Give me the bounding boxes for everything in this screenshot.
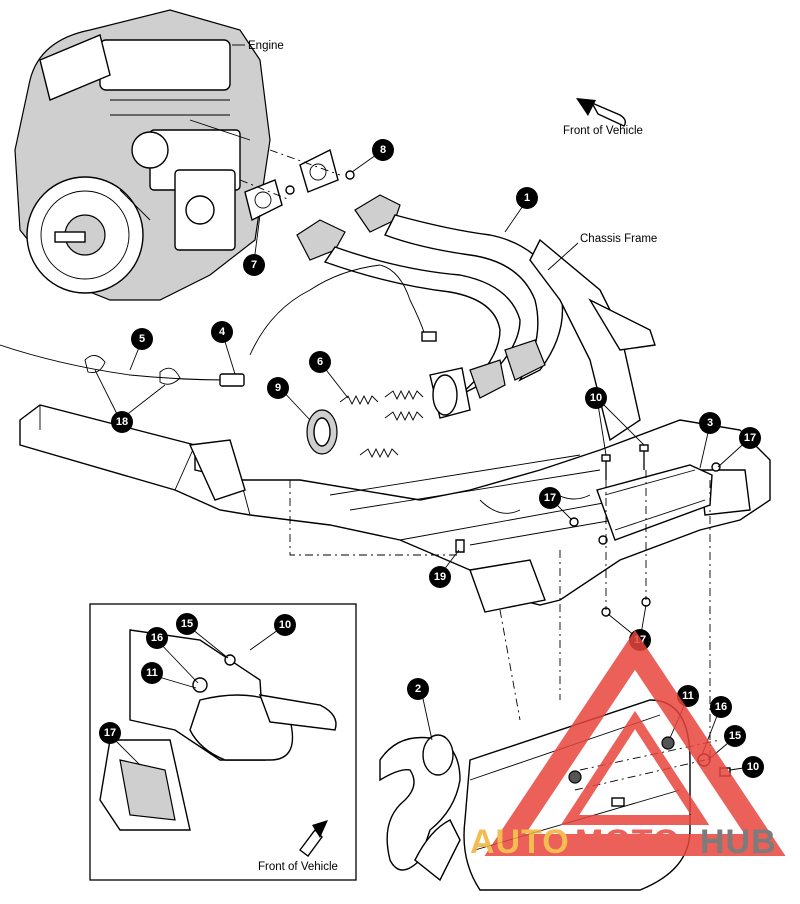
svg-text:19: 19 <box>434 571 446 583</box>
svg-text:17: 17 <box>544 492 556 504</box>
callout-17: 17 <box>739 427 761 449</box>
svg-text:17: 17 <box>104 727 116 739</box>
svg-text:10: 10 <box>279 619 291 631</box>
svg-text:11: 11 <box>682 690 694 702</box>
bushing-icon <box>568 736 675 784</box>
front-of-vehicle-label-top: Front of Vehicle <box>563 125 643 137</box>
callout-7: 7 <box>243 254 265 276</box>
spring-icon <box>339 389 424 459</box>
heat-shield <box>596 464 713 545</box>
callout-11: 11 <box>141 662 163 684</box>
chassis-frame <box>19 238 771 613</box>
gasket-7 <box>244 179 283 222</box>
callout-15: 15 <box>724 725 746 747</box>
front-arrow-icon <box>299 820 328 857</box>
callout-10: 10 <box>274 614 296 636</box>
callout-8: 8 <box>372 139 394 161</box>
callout-4: 4 <box>211 321 233 343</box>
callout-18: 18 <box>111 411 133 433</box>
watermark-text-hub: HUB <box>700 823 777 861</box>
automotohub-watermark-logo: AUTO MOTO HUB <box>470 630 786 861</box>
engine-illustration <box>14 9 271 301</box>
nut-icon <box>345 170 355 180</box>
callout-5: 5 <box>131 328 153 350</box>
watermark-text-moto: MOTO <box>575 823 680 861</box>
nut-icon <box>285 185 295 195</box>
svg-text:4: 4 <box>219 326 226 338</box>
svg-text:7: 7 <box>251 259 257 271</box>
callout-15: 15 <box>176 613 198 635</box>
svg-text:16: 16 <box>715 701 727 713</box>
svg-text:6: 6 <box>317 356 323 368</box>
svg-text:17: 17 <box>744 432 756 444</box>
callout-1: 1 <box>516 187 538 209</box>
svg-text:9: 9 <box>275 382 281 394</box>
callout-16: 16 <box>710 696 732 718</box>
gasket-8 <box>299 148 339 193</box>
svg-text:3: 3 <box>707 417 713 429</box>
chassis-frame-label: Chassis Frame <box>580 233 657 245</box>
svg-text:10: 10 <box>747 761 759 773</box>
watermark-text-auto: AUTO <box>470 823 570 861</box>
front-of-vehicle-label-inset: Front of Vehicle <box>258 861 338 873</box>
wire-clip-icon <box>84 355 181 385</box>
callout-2: 2 <box>407 678 429 700</box>
svg-text:1: 1 <box>524 192 530 204</box>
bolt-icon <box>611 797 625 807</box>
svg-text:10: 10 <box>590 392 602 404</box>
callout-17: 17 <box>99 722 121 744</box>
front-arrow-icon <box>576 98 627 127</box>
svg-text:16: 16 <box>151 632 163 644</box>
callout-16: 16 <box>146 627 168 649</box>
svg-text:11: 11 <box>146 667 158 679</box>
svg-text:8: 8 <box>380 144 386 156</box>
o2-sensor-icon <box>421 331 437 342</box>
callout-3: 3 <box>699 412 721 434</box>
svg-text:15: 15 <box>181 618 193 630</box>
svg-text:18: 18 <box>116 416 128 428</box>
callout-9: 9 <box>267 377 289 399</box>
callout-6: 6 <box>309 351 331 373</box>
callout-10: 10 <box>585 387 607 409</box>
inset-muffler <box>99 629 337 831</box>
callout-17: 17 <box>539 487 561 509</box>
svg-text:2: 2 <box>415 683 421 695</box>
svg-text:5: 5 <box>139 333 145 345</box>
chassis-leader <box>547 242 579 271</box>
callout-19: 19 <box>429 566 451 588</box>
sensor-fitting-icon <box>455 539 465 553</box>
svg-text:15: 15 <box>729 730 741 742</box>
header-pipe-assembly <box>296 194 564 419</box>
engine-label: Engine <box>248 40 284 52</box>
nut-icon <box>711 462 721 472</box>
callout-10: 10 <box>742 756 764 778</box>
connector-icon <box>219 373 245 387</box>
seal-ring-icon <box>306 409 338 455</box>
